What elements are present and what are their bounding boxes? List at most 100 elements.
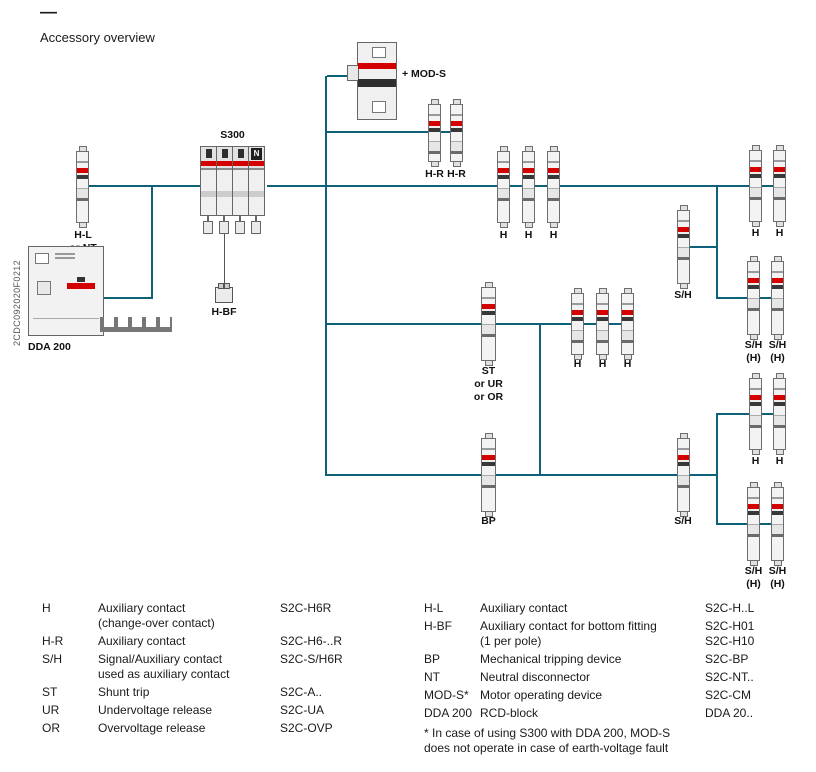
connector-line <box>327 474 718 476</box>
legend-desc: Auxiliary contact (change-over contact) <box>98 601 215 630</box>
legend-code: S2C-H01 S2C-H10 <box>705 619 755 648</box>
legend-left-column: H Auxiliary contact (change-over contact… <box>42 601 382 739</box>
accessory-h-icon <box>497 146 510 228</box>
accessory-s-h-h-icon <box>771 482 784 566</box>
connector-line <box>716 413 718 525</box>
legend-code: S2C-S/H6R <box>280 652 343 666</box>
indicator-window <box>37 281 51 295</box>
neutral-badge: N <box>251 148 262 160</box>
legend-abbr: BP <box>424 652 441 666</box>
label-marking <box>55 253 75 261</box>
header-dash: — <box>40 2 57 21</box>
accessory-h-icon <box>522 146 535 228</box>
legend-desc: Neutral disconnector <box>480 670 591 684</box>
accessory-h-icon <box>596 288 609 360</box>
connector-line <box>539 325 541 475</box>
legend-abbr: NT <box>424 670 440 684</box>
legend-abbr: H <box>42 601 51 615</box>
accessory-s-h-h-icon <box>771 256 784 340</box>
legend-code: S2C-H..L <box>705 601 755 615</box>
legend-code: S2C-CM <box>705 688 752 702</box>
accessory-h-icon <box>571 288 584 360</box>
legend-abbr: H-BF <box>424 619 452 633</box>
accessory-h-icon <box>547 146 560 228</box>
accessory-s-h-h-icon <box>747 256 760 340</box>
legend-row: H-BF Auxiliary contact for bottom fittin… <box>424 619 796 649</box>
legend-desc: Overvoltage release <box>98 721 206 735</box>
test-button <box>35 253 49 264</box>
accessory-h-icon <box>773 145 786 227</box>
connector-line <box>327 75 358 77</box>
legend-code: S2C-OVP <box>280 721 333 735</box>
accessory-h-l-icon <box>76 146 89 228</box>
label-bp: BP <box>481 515 496 527</box>
terminal-stub <box>207 215 209 221</box>
top-button <box>372 47 386 58</box>
mod-s-motor-drive-icon <box>347 42 397 120</box>
label-s-h-h: S/H (H) <box>768 339 787 364</box>
label-h: H <box>751 455 760 467</box>
legend-row: BP Mechanical tripping device S2C-BP <box>424 652 796 667</box>
red-stripe <box>358 63 396 69</box>
switch-lever <box>77 277 85 282</box>
accessory-s-h-icon <box>677 205 690 289</box>
legend-code: S2C-UA <box>280 703 325 717</box>
accessory-h-icon <box>749 145 762 227</box>
label-h: H <box>775 455 784 467</box>
label-h: H <box>549 229 558 241</box>
legend-code: S2C-BP <box>705 652 749 666</box>
legend-abbr: OR <box>42 721 60 735</box>
legend-footnote: * In case of using S300 with DDA 200, MO… <box>424 726 671 755</box>
legend-desc: Motor operating device <box>480 688 603 702</box>
legend-desc: Undervoltage release <box>98 703 213 717</box>
connector-line <box>327 131 458 133</box>
label-h: H <box>573 358 582 370</box>
s300-breaker-icon: N <box>200 146 265 216</box>
legend-abbr: S/H <box>42 652 63 666</box>
legend-code: S2C-H6R <box>280 601 332 615</box>
legend-right-column: H-L Auxiliary contact S2C-H..L H-BF Auxi… <box>424 601 796 756</box>
legend-desc: Auxiliary contact for bottom fitting (1 … <box>480 619 657 648</box>
accessory-st-ur-or-icon <box>481 282 496 366</box>
panel-line <box>33 318 99 319</box>
accessory-s-h-h-icon <box>747 482 760 566</box>
label-h-bf: H-BF <box>211 306 237 318</box>
label-h: H <box>751 227 760 239</box>
legend-code: S2C-H6-..R <box>280 634 343 648</box>
accessory-s-h-icon <box>677 433 690 517</box>
dda200-rcd-block-icon <box>28 246 104 336</box>
legend-code: S2C-NT.. <box>705 670 754 684</box>
breaker-module-neutral: N <box>248 146 265 216</box>
legend-row: ST Shunt trip S2C-A.. <box>42 685 382 700</box>
label-h: H <box>623 358 632 370</box>
legend-abbr: DDA 200 <box>424 706 473 720</box>
legend-desc: RCD-block <box>480 706 539 720</box>
connector-line-s300-hbf <box>224 234 225 287</box>
label-s300: S300 <box>220 129 245 141</box>
label-s-h: S/H <box>674 515 692 527</box>
terminal-stub <box>239 215 241 221</box>
accessory-h-icon <box>749 373 762 455</box>
busbar-comb-icon <box>100 317 172 332</box>
legend-code: S2C-A.. <box>280 685 323 699</box>
connector-line <box>267 185 326 187</box>
bottom-terminal <box>203 221 213 234</box>
connector-line <box>82 185 200 187</box>
accessory-h-bf-icon <box>215 283 233 303</box>
legend-row: S/H Signal/Auxiliary contact used as aux… <box>42 652 382 682</box>
legend-abbr: MOD-S* <box>424 688 469 702</box>
legend-desc: Mechanical tripping device <box>480 652 622 666</box>
breaker-module <box>200 146 217 216</box>
legend-desc: Shunt trip <box>98 685 150 699</box>
accessory-h-r-icon <box>450 99 463 167</box>
connector-line <box>102 297 153 299</box>
connector-line <box>716 186 718 299</box>
legend-row: DDA 200 RCD-block DDA 20.. <box>424 706 796 721</box>
bottom-button <box>372 101 386 113</box>
breaker-module <box>216 146 233 216</box>
label-h-r: H-R <box>447 168 466 180</box>
accessory-h-icon <box>773 373 786 455</box>
legend-row: NT Neutral disconnector S2C-NT.. <box>424 670 796 685</box>
label-mod-s: + MOD-S <box>402 68 447 80</box>
label-dda200: DDA 200 <box>28 341 71 353</box>
